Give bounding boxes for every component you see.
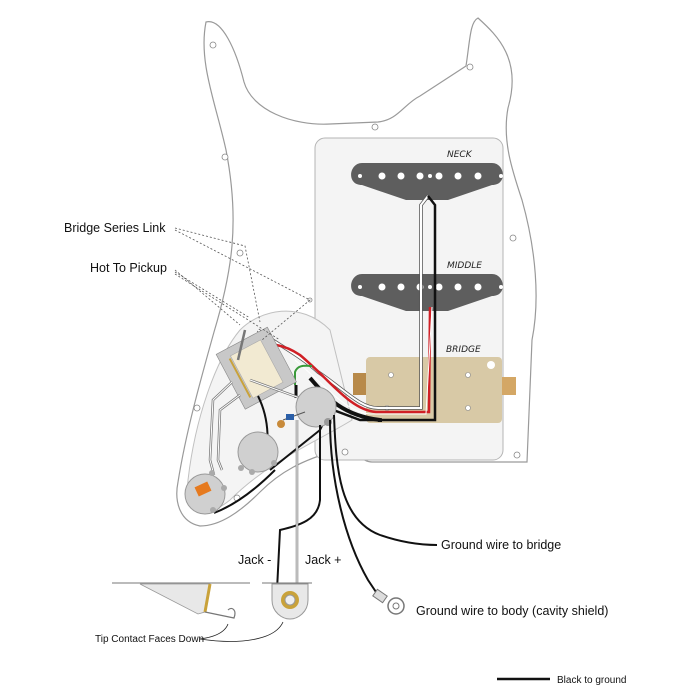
tip-contact-label: Tip Contact Faces Down	[95, 634, 204, 645]
tone-pot-2	[184, 470, 227, 515]
legend-black-to-ground: Black to ground	[557, 675, 627, 686]
bridge-label: BRIDGE	[446, 345, 481, 355]
jack-plus-label: Jack +	[305, 553, 341, 567]
hot-white-wire	[294, 306, 433, 415]
ground-body-wire	[329, 419, 381, 599]
jack-plate-side	[139, 583, 211, 615]
neck-black-wire	[319, 195, 437, 422]
jack-minus-wire	[276, 425, 321, 591]
tip-contact-hook	[204, 607, 236, 619]
bridge-black-wire	[308, 376, 382, 422]
tone-capacitor	[277, 411, 306, 428]
leader-lines	[174, 227, 311, 341]
tone-pot-1	[237, 431, 279, 475]
neck-label: NECK	[447, 150, 473, 160]
middle-pickup	[351, 274, 503, 311]
tip-arrow-2	[199, 621, 284, 642]
output-jack	[271, 583, 309, 620]
bridge-series-link-label: Bridge Series Link	[64, 221, 166, 235]
neck-pickup	[351, 163, 503, 200]
tip-arrow-1	[199, 623, 229, 640]
hot-to-pickup-label: Hot To Pickup	[90, 261, 167, 275]
jack-minus-label: Jack -	[238, 553, 271, 567]
middle-label: MIDDLE	[447, 261, 482, 271]
ground-wire-body-label: Ground wire to body (cavity shield)	[416, 604, 608, 618]
ring-terminal-icon	[372, 588, 405, 615]
ground-bridge-wire	[333, 414, 438, 546]
green-wire	[294, 364, 313, 385]
ground-wire-bridge-label: Ground wire to bridge	[441, 538, 561, 552]
